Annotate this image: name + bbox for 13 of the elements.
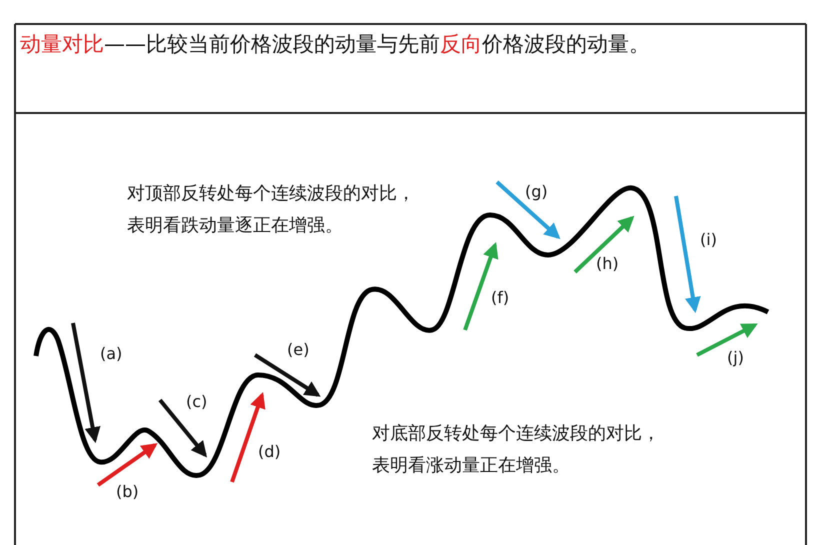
title: 动量对比——比较当前价格波段的动量与先前反向价格波段的动量。	[20, 31, 651, 58]
annotation-text: 对顶部反转处每个连续波段的对比，表明看跌动量逐正在增强。	[127, 182, 416, 238]
wave-label: (j)	[727, 348, 744, 367]
annotation-text: 对底部反转处每个连续波段的对比，表明看涨动量正在增强。	[372, 422, 661, 478]
wave-label: (g)	[525, 182, 548, 201]
wave-label: (a)	[100, 344, 122, 363]
wave-label: (h)	[596, 254, 619, 273]
wave-label: (c)	[186, 392, 208, 411]
wave-label: (f)	[491, 288, 510, 307]
wave-label: (e)	[287, 340, 310, 359]
wave-label: (d)	[258, 442, 281, 461]
wave-label: (b)	[116, 482, 139, 501]
wave-label: (i)	[700, 230, 717, 249]
